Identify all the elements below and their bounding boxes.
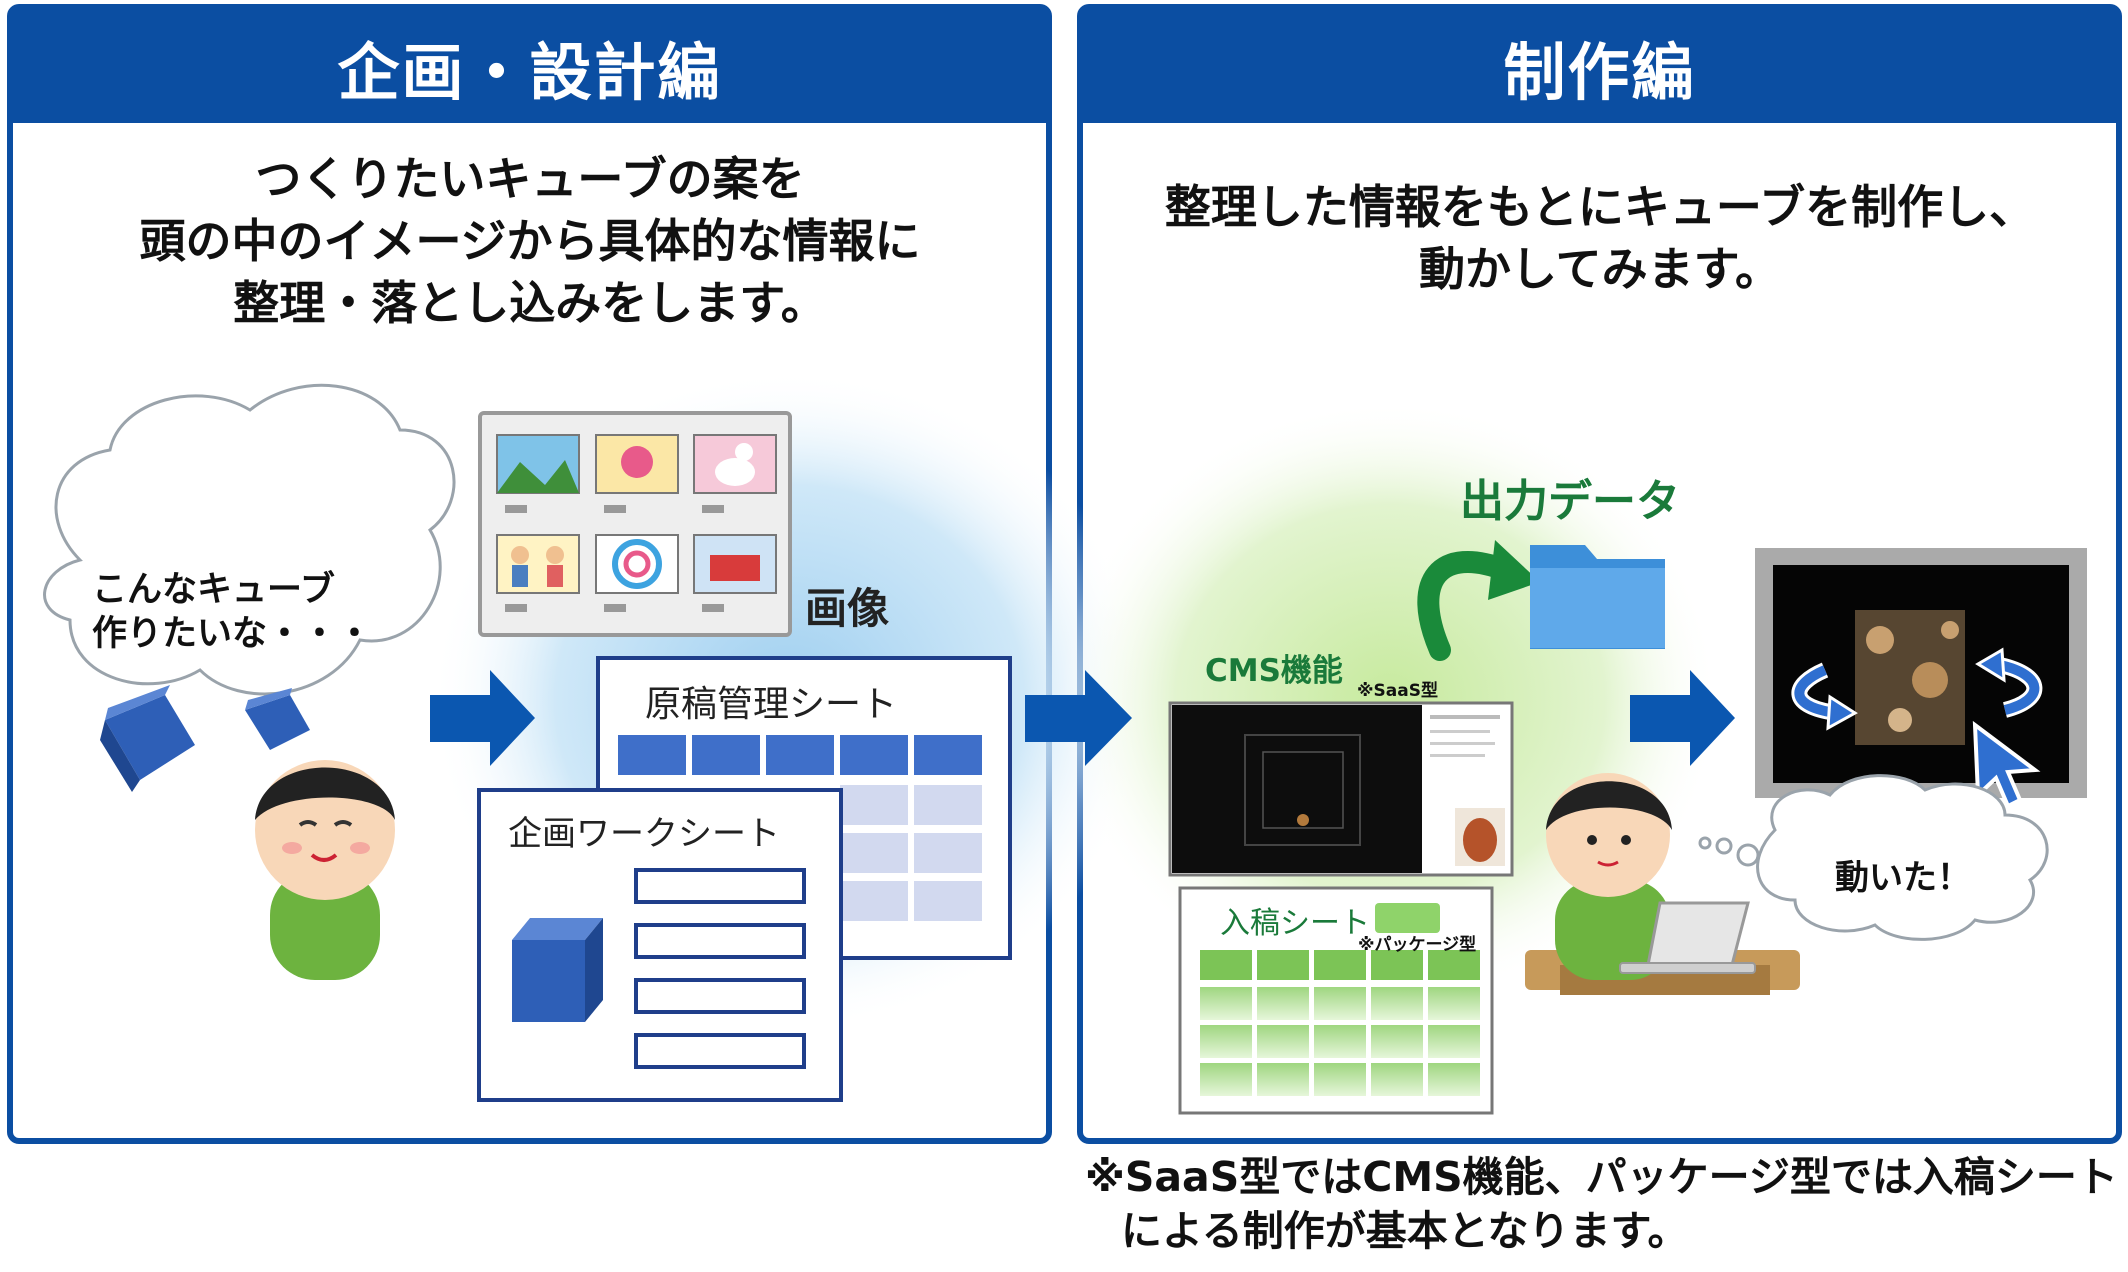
rotate-icon <box>1791 647 2043 731</box>
saas-note: ※SaaS型 <box>1357 681 1438 701</box>
images-label: 画像 <box>805 584 890 633</box>
arrow-right-icon <box>1025 670 1132 766</box>
planning-intro-line-2: 頭の中のイメージから具体的な情報に <box>139 214 921 268</box>
folder-icon <box>1530 545 1665 649</box>
cms-label: CMS機能 <box>1205 653 1343 689</box>
production-intro-line-2: 動かしてみます。 <box>1418 242 1782 296</box>
moved-bubble-text: 動いた！ <box>1835 858 1971 898</box>
thought-cloud <box>43 383 456 696</box>
production-title: 制作編 <box>1083 10 2116 123</box>
planning-intro-line-3: 整理・落とし込みをします。 <box>233 276 827 330</box>
footnote-line-2: による制作が基本となります。 <box>1121 1207 1689 1255</box>
curved-arrow-icon <box>1417 540 1540 661</box>
package-note: ※パッケージ型 <box>1358 935 1477 955</box>
thought-text: こんなキューブ 作りたいな・・・ <box>92 568 372 656</box>
production-intro-line-1: 整理した情報をもとにキューブを制作し、 <box>1164 180 2036 234</box>
laptop-icon <box>1619 901 1756 974</box>
arrow-right-icon <box>1630 670 1735 766</box>
planning-sheet-label: 企画ワークシート <box>508 814 780 854</box>
manuscript-sheet-label: 原稿管理シート <box>645 684 898 725</box>
cms-screen <box>1168 701 1514 877</box>
image-board <box>478 411 792 637</box>
production-intro: 整理した情報をもとにキューブを制作し、 動かしてみます。 <box>1090 176 2110 300</box>
footnote-line-1: ※SaaS型ではCMS機能、パッケージ型では入稿シート <box>1085 1153 2118 1201</box>
footnote: ※SaaS型ではCMS機能、パッケージ型では入稿シート による制作が基本となりま… <box>1085 1150 2118 1258</box>
result-screen <box>1755 548 2087 809</box>
output-data-label: 出力データ <box>1460 476 1680 527</box>
cube-icon <box>100 685 310 792</box>
moved-speech-cloud <box>1698 774 2049 941</box>
person-icon <box>255 760 395 980</box>
planning-worksheet <box>477 788 843 1102</box>
cube-icon <box>512 918 603 1022</box>
thought-line-2: 作りたいな・・・ <box>92 614 373 654</box>
planning-intro-line-1: つくりたいキューブの案を <box>255 152 805 206</box>
entry-sheet <box>1178 886 1494 1115</box>
planning-intro: つくりたいキューブの案を 頭の中のイメージから具体的な情報に 整理・落とし込みを… <box>40 148 1020 334</box>
arrow-right-icon <box>430 670 535 766</box>
thought-line-1: こんなキューブ <box>92 570 335 610</box>
entry-sheet-label: 入稿シート <box>1220 906 1370 941</box>
planning-design-title: 企画・設計編 <box>13 10 1046 123</box>
